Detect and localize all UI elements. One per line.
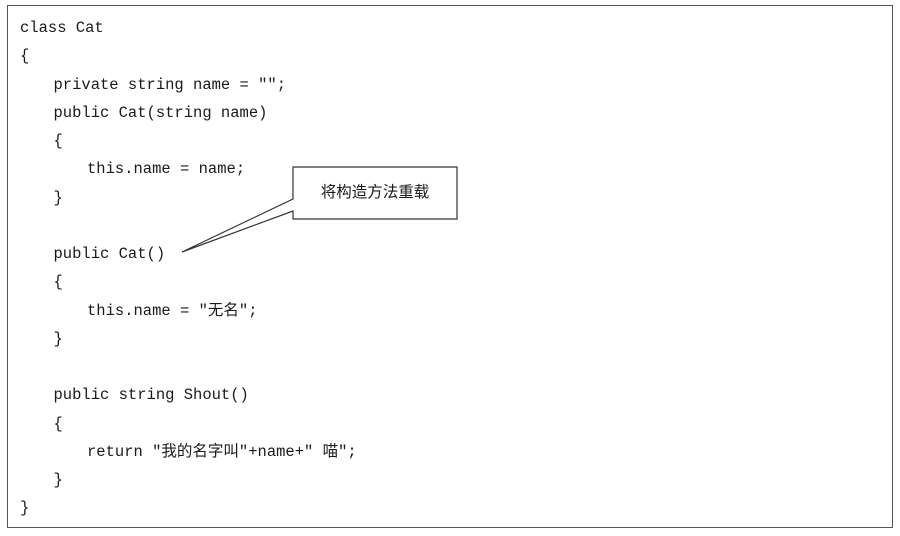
code-line: return "我的名字叫"+name+" 喵"; [87,442,357,461]
code-line: private string name = ""; [53,75,287,94]
callout-label: 将构造方法重载 [320,183,430,201]
code-line: { [20,47,30,66]
code-line: public Cat() [53,245,166,263]
code-line: this.name = "无名"; [87,301,258,320]
code-line: } [53,471,63,489]
code-line: { [53,132,63,150]
code-line: { [53,414,63,433]
code-line: } [20,499,30,518]
code-listing-frame [7,5,893,528]
code-line: } [53,329,63,348]
code-line: this.name = name; [87,160,246,179]
code-line: public Cat(string name) [53,103,268,122]
code-line: class Cat [20,19,104,37]
code-line: } [53,188,63,207]
code-line: { [53,273,63,292]
code-line: public string Shout() [53,386,249,405]
